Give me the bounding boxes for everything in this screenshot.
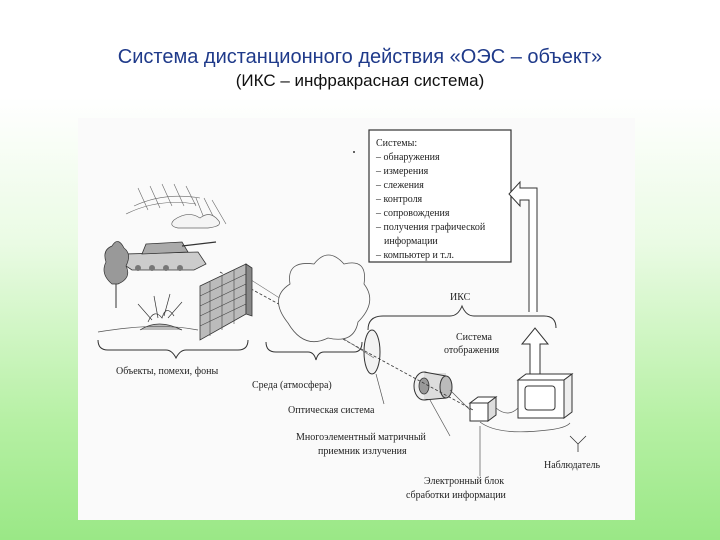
systems-item: – слежения bbox=[375, 180, 424, 191]
slide-subtitle: (ИКС – инфракрасная система) bbox=[235, 71, 485, 90]
systems-box bbox=[368, 129, 512, 263]
pointer-receiver bbox=[429, 399, 451, 437]
cloud-small bbox=[171, 214, 220, 229]
objects-label: Объекты, помехи, фоны bbox=[116, 366, 218, 377]
objects-brace bbox=[97, 339, 249, 360]
optics-label: Оптическая система bbox=[288, 405, 375, 416]
receiver-label-2: приемник излучения bbox=[318, 446, 407, 457]
iks-brace bbox=[367, 304, 557, 331]
iks-label: ИКС bbox=[450, 292, 471, 303]
slide-title: Система дистанционного действия «ОЭС – о… bbox=[117, 46, 603, 68]
ground-line bbox=[97, 326, 199, 333]
explosion-icon bbox=[137, 293, 183, 331]
display-label-1: Система bbox=[456, 332, 493, 343]
systems-item: – получения графической bbox=[375, 222, 486, 233]
systems-item: информации bbox=[384, 236, 438, 247]
monitor-icon bbox=[516, 373, 574, 419]
systems-item: – измерения bbox=[375, 166, 429, 177]
up-arrow bbox=[520, 327, 550, 381]
optical-axis bbox=[219, 271, 474, 411]
medium-label: Среда (атмосфера) bbox=[252, 380, 332, 391]
electronics-label-2: сбработки информации bbox=[406, 490, 507, 501]
eye-icon bbox=[569, 435, 587, 452]
systems-item: – компьютер и т.л. bbox=[375, 250, 454, 261]
atmosphere-cloud bbox=[278, 254, 371, 342]
dot-mark bbox=[353, 151, 355, 153]
wall-icon bbox=[199, 263, 253, 341]
cable-out bbox=[479, 421, 571, 433]
display-label-2: отображения bbox=[444, 345, 500, 356]
systems-item: – обнаружения bbox=[375, 152, 440, 163]
detector-icon bbox=[413, 371, 453, 401]
cable-display bbox=[495, 407, 519, 414]
diagram-canvas: Системы: – обнаружения – измерения – сле… bbox=[97, 129, 601, 501]
systems-item: – контроля bbox=[375, 194, 423, 205]
tree-icon bbox=[103, 241, 129, 308]
medium-brace bbox=[265, 341, 363, 361]
receiver-label-1: Многоэлементный матричный bbox=[296, 432, 427, 443]
electronics-label-1: Электронный блок bbox=[424, 476, 504, 487]
feedback-arrow bbox=[508, 180, 538, 312]
electronics-block-icon bbox=[468, 396, 498, 422]
systems-heading: Системы: bbox=[376, 138, 417, 149]
diagram-panel: Системы: – обнаружения – измерения – сле… bbox=[78, 118, 635, 520]
observer-label: Наблюдатель bbox=[544, 460, 601, 471]
tank-icon bbox=[119, 241, 217, 271]
systems-item: – сопровождения bbox=[375, 208, 450, 219]
pointer-optics bbox=[375, 373, 385, 405]
